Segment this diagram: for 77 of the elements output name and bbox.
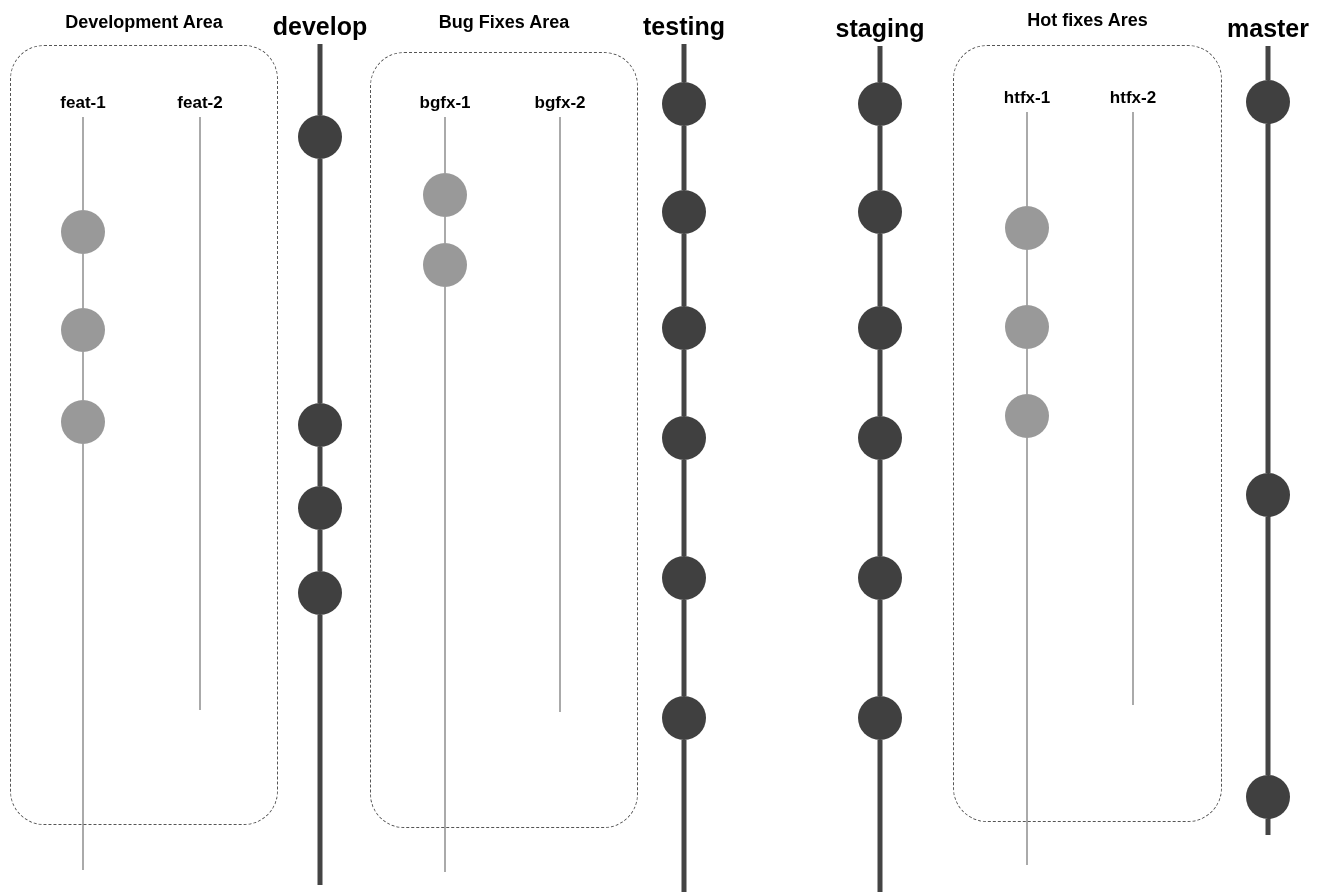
branch-line <box>317 44 323 115</box>
branch-line <box>317 530 323 571</box>
branch-label: feat-1 <box>60 93 106 113</box>
branch-label: master <box>1227 14 1309 43</box>
branch-line <box>681 600 687 696</box>
commit-dot <box>298 115 342 159</box>
commit-dot <box>662 190 706 234</box>
commit-dot <box>858 190 902 234</box>
branch-line <box>681 460 687 556</box>
branch-line <box>877 350 883 416</box>
branch-line <box>317 447 323 486</box>
branch-line <box>1132 111 1134 706</box>
branch-label: bgfx-1 <box>419 93 471 113</box>
branch-line <box>1026 348 1028 395</box>
branch-line <box>681 44 687 82</box>
branch-line <box>317 159 323 403</box>
commit-dot <box>1005 394 1049 438</box>
branch-line <box>877 600 883 696</box>
branch-line <box>1265 46 1271 80</box>
commit-dot <box>858 696 902 740</box>
branch-line <box>681 350 687 416</box>
commit-dot <box>1246 80 1290 124</box>
commit-dot <box>858 556 902 600</box>
commit-dot <box>423 243 467 287</box>
commit-dot <box>662 696 706 740</box>
branch-line <box>444 116 446 174</box>
commit-dot <box>858 416 902 460</box>
branch-line <box>877 740 883 892</box>
commit-dot <box>61 308 105 352</box>
branch-line <box>559 116 561 713</box>
branch-line <box>1265 819 1271 835</box>
commit-dot <box>298 486 342 530</box>
branch-label: htfx-1 <box>1003 88 1051 108</box>
branch-line <box>199 116 201 711</box>
branch-line <box>82 253 84 309</box>
branch-line <box>681 126 687 190</box>
branch-label: feat-2 <box>177 93 223 113</box>
commit-dot <box>662 82 706 126</box>
commit-dot <box>298 403 342 447</box>
commit-dot <box>1005 305 1049 349</box>
commit-dot <box>662 416 706 460</box>
branch-line <box>1026 111 1028 207</box>
commit-dot <box>61 210 105 254</box>
commit-dot <box>662 306 706 350</box>
branch-line <box>877 46 883 82</box>
commit-dot <box>1246 473 1290 517</box>
branch-line <box>681 234 687 306</box>
branch-label: testing <box>643 12 725 41</box>
branch-line <box>1265 517 1271 775</box>
branch-line <box>1026 249 1028 306</box>
branch-line <box>82 116 84 211</box>
branch-label: bgfx-2 <box>534 93 586 113</box>
area-title: Hot fixes Ares <box>1027 10 1148 31</box>
branch-label: staging <box>835 14 925 43</box>
branch-line <box>1026 437 1028 866</box>
commit-dot <box>858 82 902 126</box>
branch-line <box>877 126 883 190</box>
commit-dot <box>298 571 342 615</box>
branch-line <box>317 615 323 885</box>
commit-dot <box>61 400 105 444</box>
commit-dot <box>1246 775 1290 819</box>
commit-dot <box>662 556 706 600</box>
branch-line <box>444 286 446 873</box>
commit-dot <box>858 306 902 350</box>
branch-line <box>877 460 883 556</box>
branch-line <box>877 234 883 306</box>
branch-label: develop <box>272 12 368 41</box>
branch-line <box>1265 124 1271 473</box>
branch-line <box>681 740 687 892</box>
commit-dot <box>423 173 467 217</box>
branch-line <box>82 351 84 401</box>
branch-line <box>82 443 84 871</box>
branch-label: htfx-2 <box>1109 88 1157 108</box>
area-title: Bug Fixes Area <box>438 12 570 33</box>
area-title: Development Area <box>65 12 223 33</box>
branch-line <box>444 216 446 244</box>
commit-dot <box>1005 206 1049 250</box>
